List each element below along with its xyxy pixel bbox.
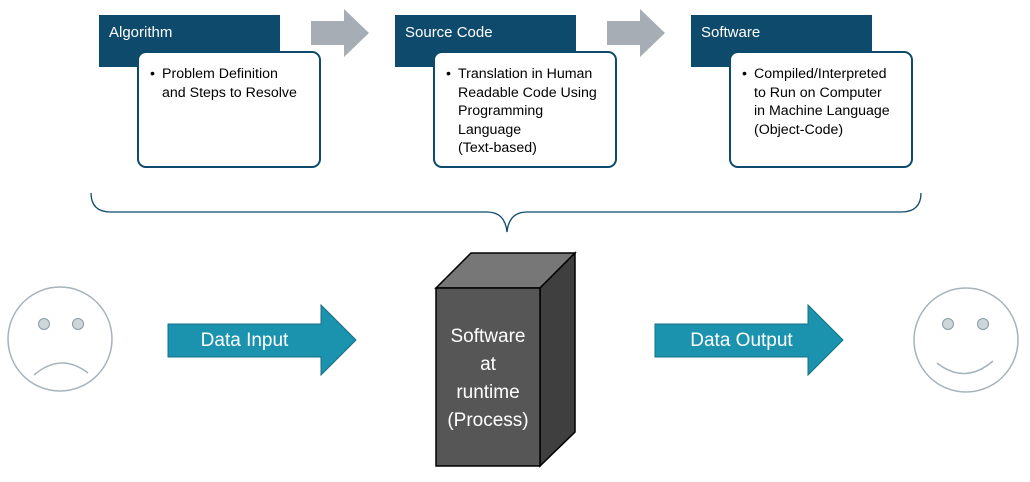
data-output-arrow xyxy=(654,303,844,377)
grouping-brace xyxy=(90,192,922,233)
sad-face-icon xyxy=(7,286,113,392)
process-line: at xyxy=(480,354,496,375)
happy-face-icon xyxy=(913,287,1019,393)
step-description: Problem Definition and Steps to Resolve xyxy=(137,51,321,168)
step-description: Translation in Human Readable Code Using… xyxy=(433,51,617,168)
process-block-front xyxy=(435,287,541,467)
bullet-line: (Object-Code) xyxy=(754,121,844,138)
bullet-line: Problem Definition xyxy=(150,65,311,84)
step-arrow-2 xyxy=(607,9,665,57)
bullet-line: Language xyxy=(458,121,522,138)
process-line: (Process) xyxy=(447,410,529,431)
step-source-code: Source Code Translation in Human Readabl… xyxy=(395,0,625,180)
data-output-label: Data Output xyxy=(690,330,793,351)
process-line: Software xyxy=(450,326,526,347)
bullet-line: to Run on Computer xyxy=(754,84,882,101)
process-line: runtime xyxy=(456,382,520,403)
bullet-line: Programming xyxy=(458,103,544,119)
bullet-line: Compiled/Interpreted xyxy=(742,65,903,84)
process-label: Software at runtime (Process) xyxy=(436,323,540,435)
step-algorithm: Algorithm Problem Definition and Steps t… xyxy=(99,0,329,180)
bullet-line: and Steps to Resolve xyxy=(162,84,297,101)
bullet-line: (Text-based) xyxy=(458,140,537,156)
step-software: Software Compiled/Interpreted to Run on … xyxy=(691,0,921,180)
bullet-line: Translation in Human xyxy=(446,65,607,84)
step-description: Compiled/Interpreted to Run on Computer … xyxy=(729,51,913,168)
bullet-line: in Machine Language xyxy=(754,103,890,119)
process-block-side xyxy=(539,251,576,468)
data-input-label: Data Input xyxy=(200,330,289,351)
bullet-line: Readable Code Using xyxy=(458,84,597,101)
step-arrow-1 xyxy=(311,9,369,57)
data-input-arrow xyxy=(167,303,357,377)
process-block xyxy=(434,251,577,468)
